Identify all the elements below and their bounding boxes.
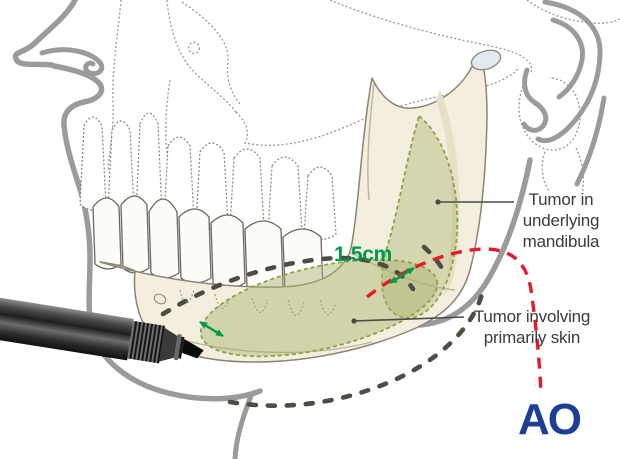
leader-lines <box>351 199 514 324</box>
tumor-skin-region <box>199 258 439 358</box>
condyle-head <box>470 49 502 71</box>
ao-logo: AO <box>518 395 582 444</box>
incision-extension-line <box>365 247 543 395</box>
label-tumor-mandibula: Tumor in underlying mandibula <box>522 190 600 251</box>
marker-pen <box>0 296 204 364</box>
label-tumor-skin: Tumor involving primarily skin <box>473 307 591 347</box>
margin-arrows <box>199 266 415 338</box>
margin-measurement: 1.5cm <box>334 243 393 266</box>
ear-outline <box>521 0 607 187</box>
excision-marks <box>160 244 486 408</box>
pen-tip <box>181 339 204 359</box>
mandible-bone <box>99 49 502 363</box>
mental-foramen <box>153 293 167 305</box>
